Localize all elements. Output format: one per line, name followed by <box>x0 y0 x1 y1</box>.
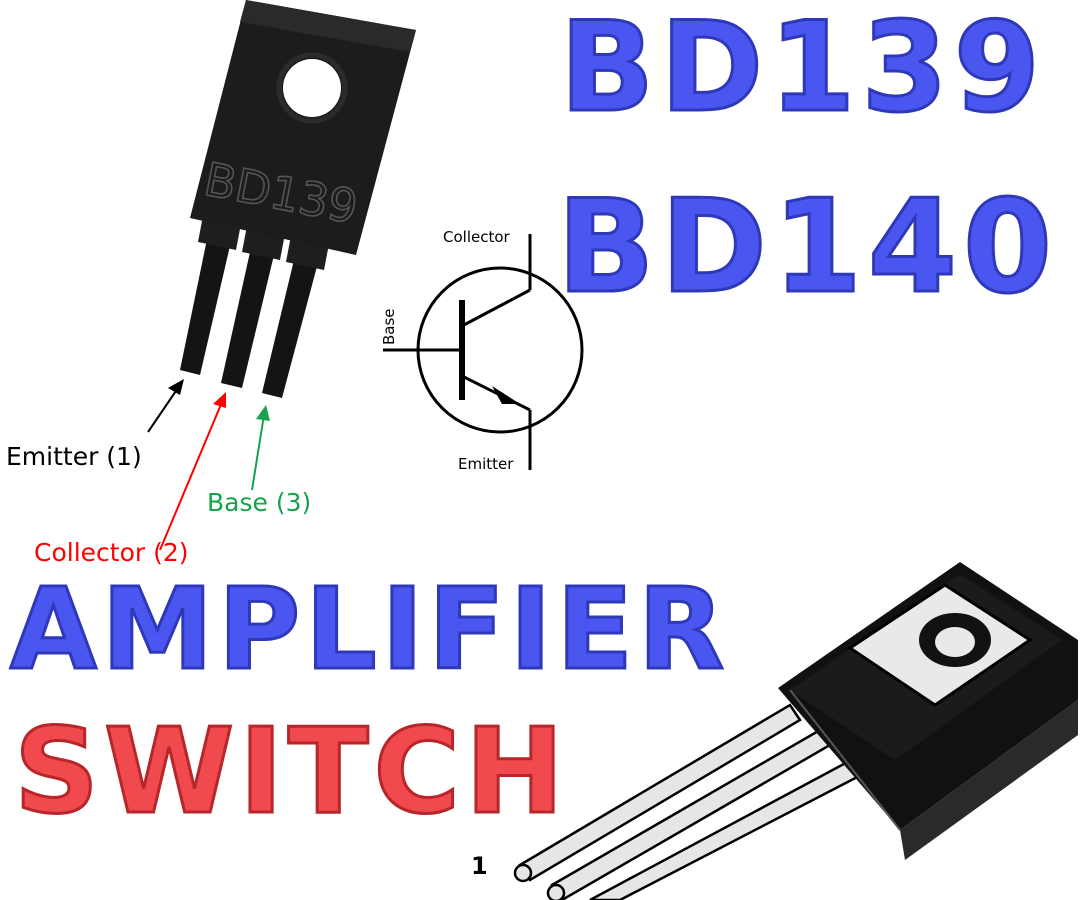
emitter-arrow <box>147 384 181 433</box>
label-emitter: Emitter (1) <box>6 442 142 471</box>
transistor-package-top: BD139 <box>190 0 416 255</box>
symbol-label-collector: Collector <box>443 228 510 246</box>
pin-arrows <box>147 379 270 551</box>
label-collector: Collector (2) <box>34 538 189 567</box>
label-base: Base (3) <box>207 488 312 517</box>
symbol-label-emitter: Emitter <box>458 455 514 473</box>
symbol-label-base: Base <box>380 308 398 345</box>
title-bd139: BD139 <box>558 0 1046 140</box>
collector-arrow <box>159 401 223 551</box>
transistor-photo <box>513 562 1078 900</box>
npn-symbol <box>383 234 584 470</box>
title-amplifier: AMPLIFIER <box>8 565 730 695</box>
emitter-arrowhead <box>492 386 520 404</box>
title-bd140: BD140 <box>556 173 1058 322</box>
base-arrow <box>251 414 265 491</box>
photo-pin-number: 1 <box>471 852 488 880</box>
title-switch: SWITCH <box>13 702 569 840</box>
